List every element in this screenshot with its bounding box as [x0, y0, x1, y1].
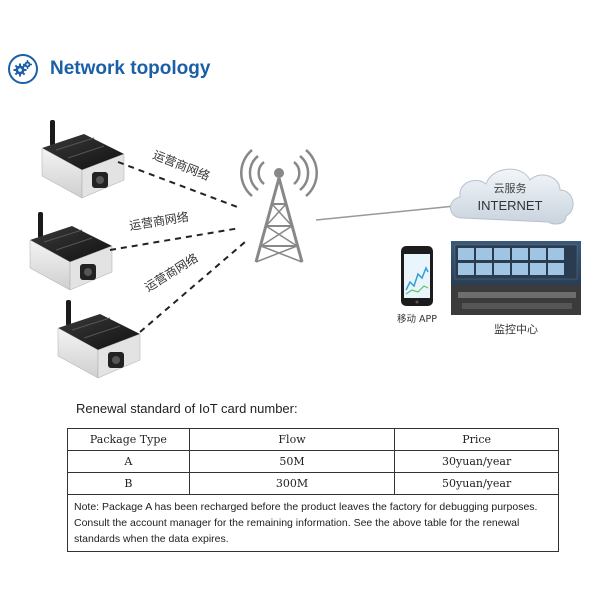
cloud-icon: [450, 168, 574, 225]
section-header: Network topology: [8, 52, 210, 86]
table-row: A 50M 30yuan/year: [67, 450, 559, 473]
gears-icon: [8, 54, 38, 84]
monitoring-center-label: 监控中心: [494, 322, 538, 336]
iot-device-3: [57, 300, 141, 379]
package-type-cell: A: [67, 450, 190, 473]
renewal-table: Package Type Flow Price A 50M 30yuan/yea…: [67, 428, 559, 552]
carrier-label-2: 运营商网络: [128, 209, 190, 233]
internet-link: [315, 205, 456, 221]
column-header-package-type: Package Type: [67, 428, 190, 451]
price-cell: 50yuan/year: [394, 472, 559, 495]
flow-cell: 50M: [188, 450, 396, 473]
cloud-service-label: 云服务: [494, 182, 527, 195]
flow-cell: 300M: [188, 472, 396, 495]
renewal-note: Note: Package A has been recharged befor…: [67, 494, 559, 552]
table-header-row: Package Type Flow Price: [67, 428, 559, 451]
carrier-link-3: [139, 241, 246, 333]
cell-tower-icon: [240, 149, 318, 263]
price-cell: 30yuan/year: [394, 450, 559, 473]
monitoring-center-image: [451, 241, 581, 315]
iot-device-2: [29, 212, 113, 291]
internet-label: INTERNET: [478, 198, 543, 213]
iot-device-1: [41, 120, 125, 199]
page-title: Network topology: [50, 58, 211, 79]
table-row: B 300M 50yuan/year: [67, 472, 559, 495]
network-diagram: 运营商网络 运营商网络 运营商网络 云服务 INTERNET 移动: [29, 120, 581, 379]
renewal-title: Renewal standard of IoT card number:: [76, 401, 298, 416]
table-note-row: Note: Package A has been recharged befor…: [67, 494, 559, 552]
column-header-price: Price: [394, 428, 559, 451]
mobile-app-label: 移动 APP: [397, 313, 437, 325]
mobile-phone-icon: [401, 246, 433, 306]
package-type-cell: B: [67, 472, 190, 495]
column-header-flow: Flow: [188, 428, 396, 451]
